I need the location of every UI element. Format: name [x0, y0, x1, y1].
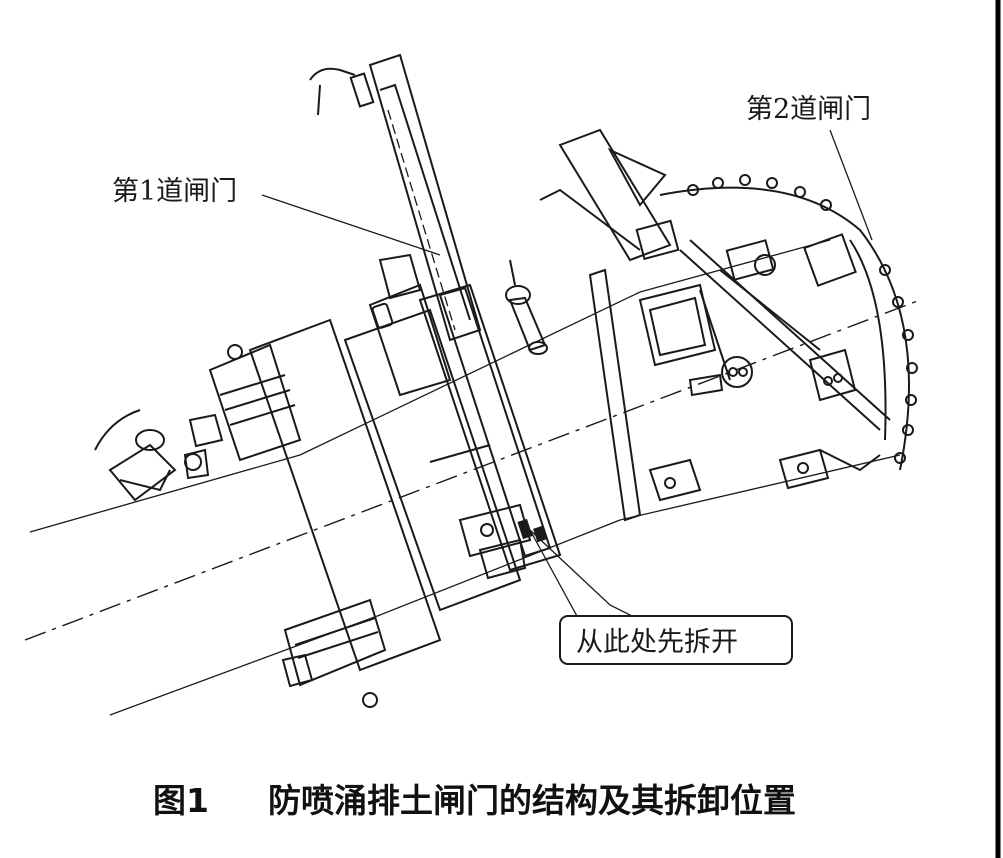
remove-first-leader [529, 529, 641, 621]
figure-caption: 防喷涌排土闸门的结构及其拆卸位置 [268, 781, 796, 820]
lower-flange [188, 318, 442, 708]
gate2-leader [829, 129, 873, 241]
middle-frame [588, 268, 881, 522]
gate2-arc [539, 128, 918, 471]
remove-first-callout-box [559, 615, 793, 665]
sensor-fitting [505, 259, 548, 355]
left-valve-assembly [94, 409, 210, 502]
gate1-leader [261, 194, 441, 256]
figure-number: 图1 [153, 781, 209, 820]
remove-first-label: 从此处先拆开 [576, 627, 738, 658]
leader-lines [261, 129, 873, 641]
gate2-label: 第2道闸门 [746, 94, 871, 125]
gate1-label: 第1道闸门 [112, 176, 237, 207]
conveyor-tube [24, 239, 921, 716]
gate1-plate [309, 53, 562, 612]
